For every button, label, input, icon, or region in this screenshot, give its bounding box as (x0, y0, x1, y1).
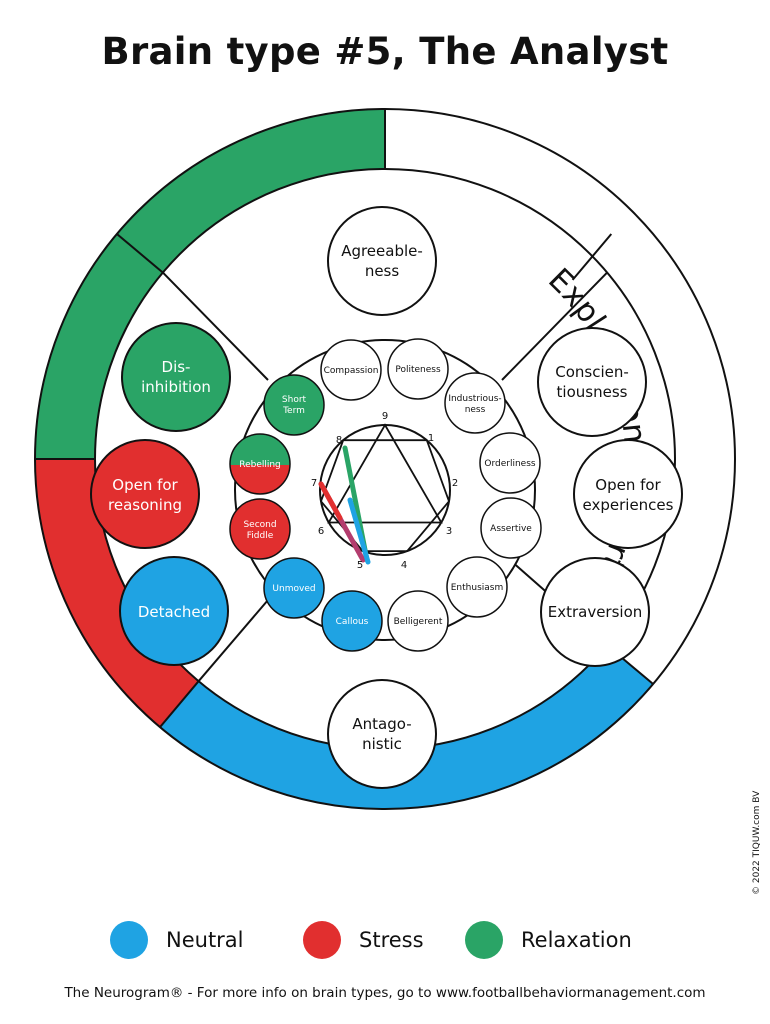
circle-conscientiousness (537, 327, 647, 437)
circle-open-for-experiences (573, 439, 683, 549)
legend-item-stress: Stress (303, 920, 424, 960)
enneagram-number-2: 2 (452, 478, 458, 489)
circle-detached (119, 556, 229, 666)
copyright-note: © 2022 TIQUW.com BV (752, 790, 762, 895)
big-circles (90, 206, 683, 789)
enneagram-number-4: 4 (401, 560, 407, 571)
legend-item-relaxation: Relaxation (465, 920, 632, 960)
legend-dot-neutral (110, 921, 148, 959)
circle-disinhibition (121, 322, 231, 432)
label-industriousness: Industrious-ness (448, 394, 501, 415)
label-disinhibition: Dis-inhibition (141, 358, 211, 396)
enneagram-line-accent (347, 497, 371, 565)
label-assertive: Assertive (490, 524, 532, 534)
enneagram-number-7: 7 (311, 478, 317, 489)
circle-agreeableness (327, 206, 437, 316)
ring-segment-autonomy (160, 645, 654, 810)
ring-divider (116, 233, 164, 274)
label-orderliness: Orderliness (484, 459, 536, 469)
legend-label-stress: Stress (359, 928, 424, 952)
circle-second-fiddle (229, 498, 291, 560)
ring-divider (571, 233, 613, 281)
label-detached: Detached (138, 603, 210, 621)
circle-compassion (320, 339, 382, 401)
ring-segment-stability (116, 109, 386, 273)
label-agreeableness: Agreeable-ness (341, 242, 423, 280)
enneagram-number-6: 6 (318, 526, 324, 537)
label-politeness: Politeness (395, 365, 441, 375)
circle-unmoved (263, 557, 325, 619)
enneagram-line-stress (318, 481, 343, 521)
ring-segment-exploration (35, 234, 163, 459)
enneagram (318, 423, 451, 565)
page-title: Brain type #5, The Analyst (101, 30, 669, 73)
label-rebelling: Rebelling (239, 460, 281, 470)
enneagram-number-8: 8 (336, 435, 342, 446)
outer-ring (34, 108, 736, 810)
enneagram-number-3: 3 (446, 526, 452, 537)
label-antagonistic: Antago-nistic (352, 715, 411, 753)
enneagram-number-1: 1 (428, 433, 434, 444)
circle-assertive (480, 497, 542, 559)
enneagram-number-5: 5 (357, 560, 363, 571)
circle-enthusiasm (446, 556, 508, 618)
legend: Neutral Stress Relaxation (0, 920, 770, 960)
circle-politeness (387, 338, 449, 400)
circle-industriousness (444, 372, 506, 434)
circle-open-for-reasoning (90, 439, 200, 549)
label-enthusiasm: Enthusiasm (451, 583, 504, 593)
circle-callous (321, 590, 383, 652)
enneagram-triangle (327, 423, 443, 524)
circle-extraversion (540, 557, 650, 667)
label-conscientiousness: Conscien-tiousness (555, 363, 629, 401)
legend-label-neutral: Neutral (166, 928, 244, 952)
legend-label-relaxation: Relaxation (521, 928, 632, 952)
ring-divider (159, 680, 200, 728)
label-unmoved: Unmoved (272, 584, 315, 594)
circle-orderliness (479, 432, 541, 494)
legend-dot-stress (303, 921, 341, 959)
enneagram-number-9: 9 (382, 411, 388, 422)
label-callous: Callous (336, 617, 369, 627)
footer-note: The Neurogram® - For more info on brain … (64, 985, 706, 1001)
circle-antagonistic (327, 679, 437, 789)
neurogram-diagram: Stability (defending) Exploitation (oppo… (34, 108, 736, 810)
circle-short-term (263, 374, 325, 436)
small-circles (229, 338, 542, 652)
circle-belligerent (387, 590, 449, 652)
label-extraversion: Extraversion (548, 603, 643, 621)
label-compassion: Compassion (324, 366, 379, 376)
circle-rebelling (229, 433, 291, 495)
legend-item-neutral: Neutral (110, 920, 244, 960)
label-belligerent: Belligerent (394, 617, 443, 627)
legend-dot-relaxation (465, 921, 503, 959)
